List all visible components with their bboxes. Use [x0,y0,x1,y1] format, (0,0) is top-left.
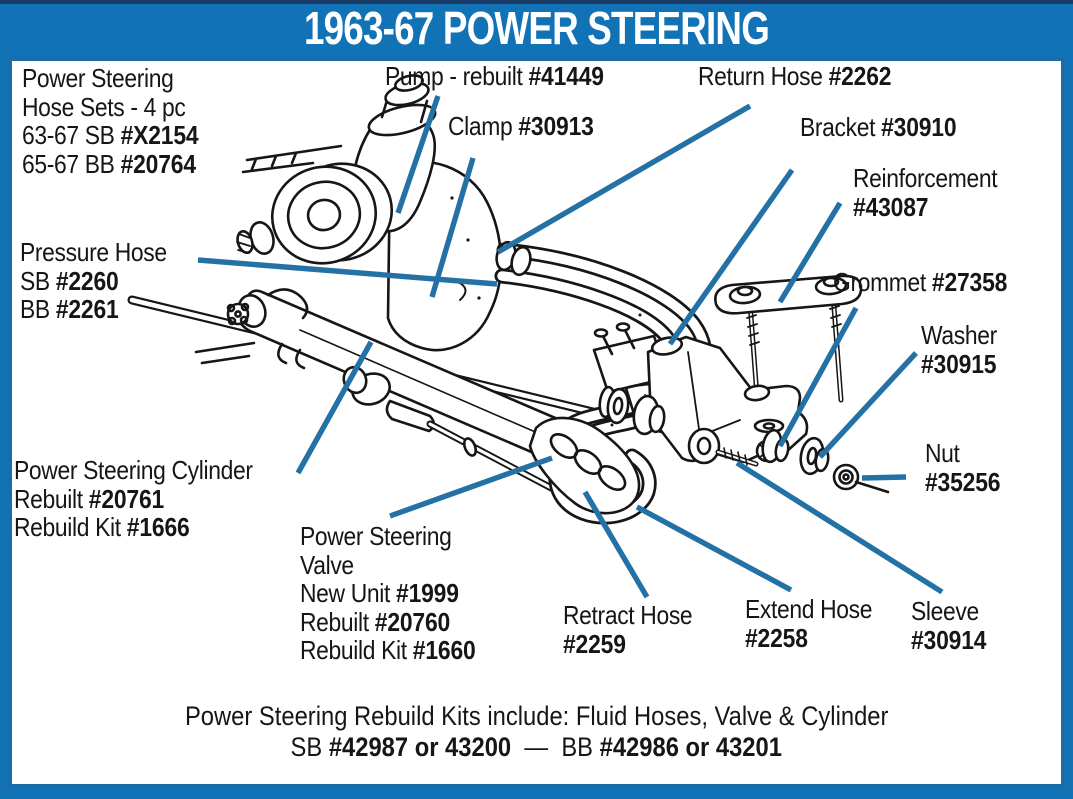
part-number: #1666 [126,512,190,543]
label-line: #30915 [921,348,997,379]
label-line: #2259 [563,628,692,659]
label-line: Valve [300,549,354,580]
label-line: Rebuild Kit #1660 [300,635,476,666]
label-retract-hose: Retract Hose #2259 [563,600,693,659]
footer-line-1: Power Steering Rebuild Kits include: Flu… [184,701,889,731]
pump-drawing [236,74,503,370]
label-line: Power Steering [22,63,174,93]
part-number: #20764 [120,148,196,179]
label-line: #35256 [925,466,1001,497]
label-line: Rebuild Kit #1666 [14,512,190,543]
top-accent-strip [0,0,1073,4]
label-line: Hose Sets - 4 pc [22,91,186,122]
label-line: BB #2261 [20,294,119,325]
page-title: 1963-67 POWER STEERING [303,2,770,54]
leader-valve [389,455,553,519]
part-number: #2262 [828,61,892,91]
part-number: #1660 [412,635,476,666]
label-pump: Pump - rebuilt #41449 [385,61,604,91]
label-line: Power Steering [300,521,452,551]
part-number: #1999 [396,578,459,609]
label-cylinder: Power Steering Cylinder Rebuilt #20761 R… [14,456,253,542]
label-line: Nut [925,438,960,468]
part-number: #20761 [88,483,165,514]
part-number: #41449 [528,61,604,91]
label-line: Reinforcement [853,163,998,193]
label-return-hose: Return Hose #2262 [698,61,892,91]
label-line: Extend Hose [745,594,873,624]
label-line: New Unit #1999 [300,578,459,609]
label-reinforcement: Reinforcement #43087 [853,163,998,222]
label-line: 65-67 BB #20764 [22,148,196,179]
label-line: Washer [921,320,997,350]
leader-cylinder [295,340,374,475]
footer-line-2: SB #42987 or 43200 — BB #42986 or 43201 [290,732,783,763]
leader-extend-hose [635,504,793,593]
part-number: #35256 [925,466,1001,497]
part-number: #30913 [518,111,594,141]
label-extend-hose: Extend Hose #2258 [745,595,872,652]
footer-note: Power Steering Rebuild Kits include: Flu… [0,701,1073,763]
leader-retract-hose [582,490,650,599]
leader-sleeve [735,460,944,595]
part-number: #42987 or 43200 [329,732,512,763]
label-bracket: Bracket #30910 [800,112,957,142]
label-line: #30914 [911,624,987,655]
label-clamp: Clamp #30913 [448,111,594,141]
label-valve: Power Steering Valve New Unit #1999 Rebu… [300,522,476,665]
label-grommet: Grommet #27358 [833,267,1008,297]
leader-pressure-hose [197,257,498,287]
leader-nut [861,474,907,481]
part-number: #30910 [881,112,957,142]
label-sleeve: Sleeve #30914 [911,597,986,654]
label-line: #2258 [745,622,872,653]
part-number: #20760 [374,606,451,637]
part-number: #30915 [921,348,997,379]
leader-return-hose [496,103,752,255]
label-line: Power Steering Cylinder [14,455,253,485]
leader-clamp [429,157,476,298]
leader-grommet [777,306,859,448]
label-washer: Washer #30915 [921,321,997,378]
label-line: Sleeve [911,596,979,626]
part-number: #43087 [853,191,929,222]
leader-lines [197,95,944,599]
label-line: Rebuilt #20760 [300,606,451,637]
part-number: #2260 [55,265,119,296]
leader-bracket [667,168,795,346]
label-line: 63-67 SB #X2154 [22,120,199,151]
leader-reinforcement [777,201,843,304]
label-hose-sets: Power Steering Hose Sets - 4 pc 63-67 SB… [22,63,199,179]
label-line: SB #2260 [20,265,119,296]
label-line: Pressure Hose [20,237,167,267]
label-line: #43087 [853,191,997,222]
leader-washer [818,351,918,459]
part-number: #27358 [931,267,1008,297]
part-number: #2261 [55,294,119,325]
part-number: #2259 [563,628,626,659]
part-number: #2258 [745,622,808,653]
label-pressure-hose: Pressure Hose SB #2260 BB #2261 [20,238,167,324]
part-number: #42986 or 43201 [599,732,783,763]
label-line: Rebuilt #20761 [14,483,165,514]
part-number: #30914 [911,624,987,655]
label-line: Retract Hose [563,600,693,630]
part-number: #X2154 [120,120,199,151]
frame-rail-sketch [194,144,343,365]
leader-pump [395,95,441,214]
label-nut: Nut #35256 [925,439,1000,496]
